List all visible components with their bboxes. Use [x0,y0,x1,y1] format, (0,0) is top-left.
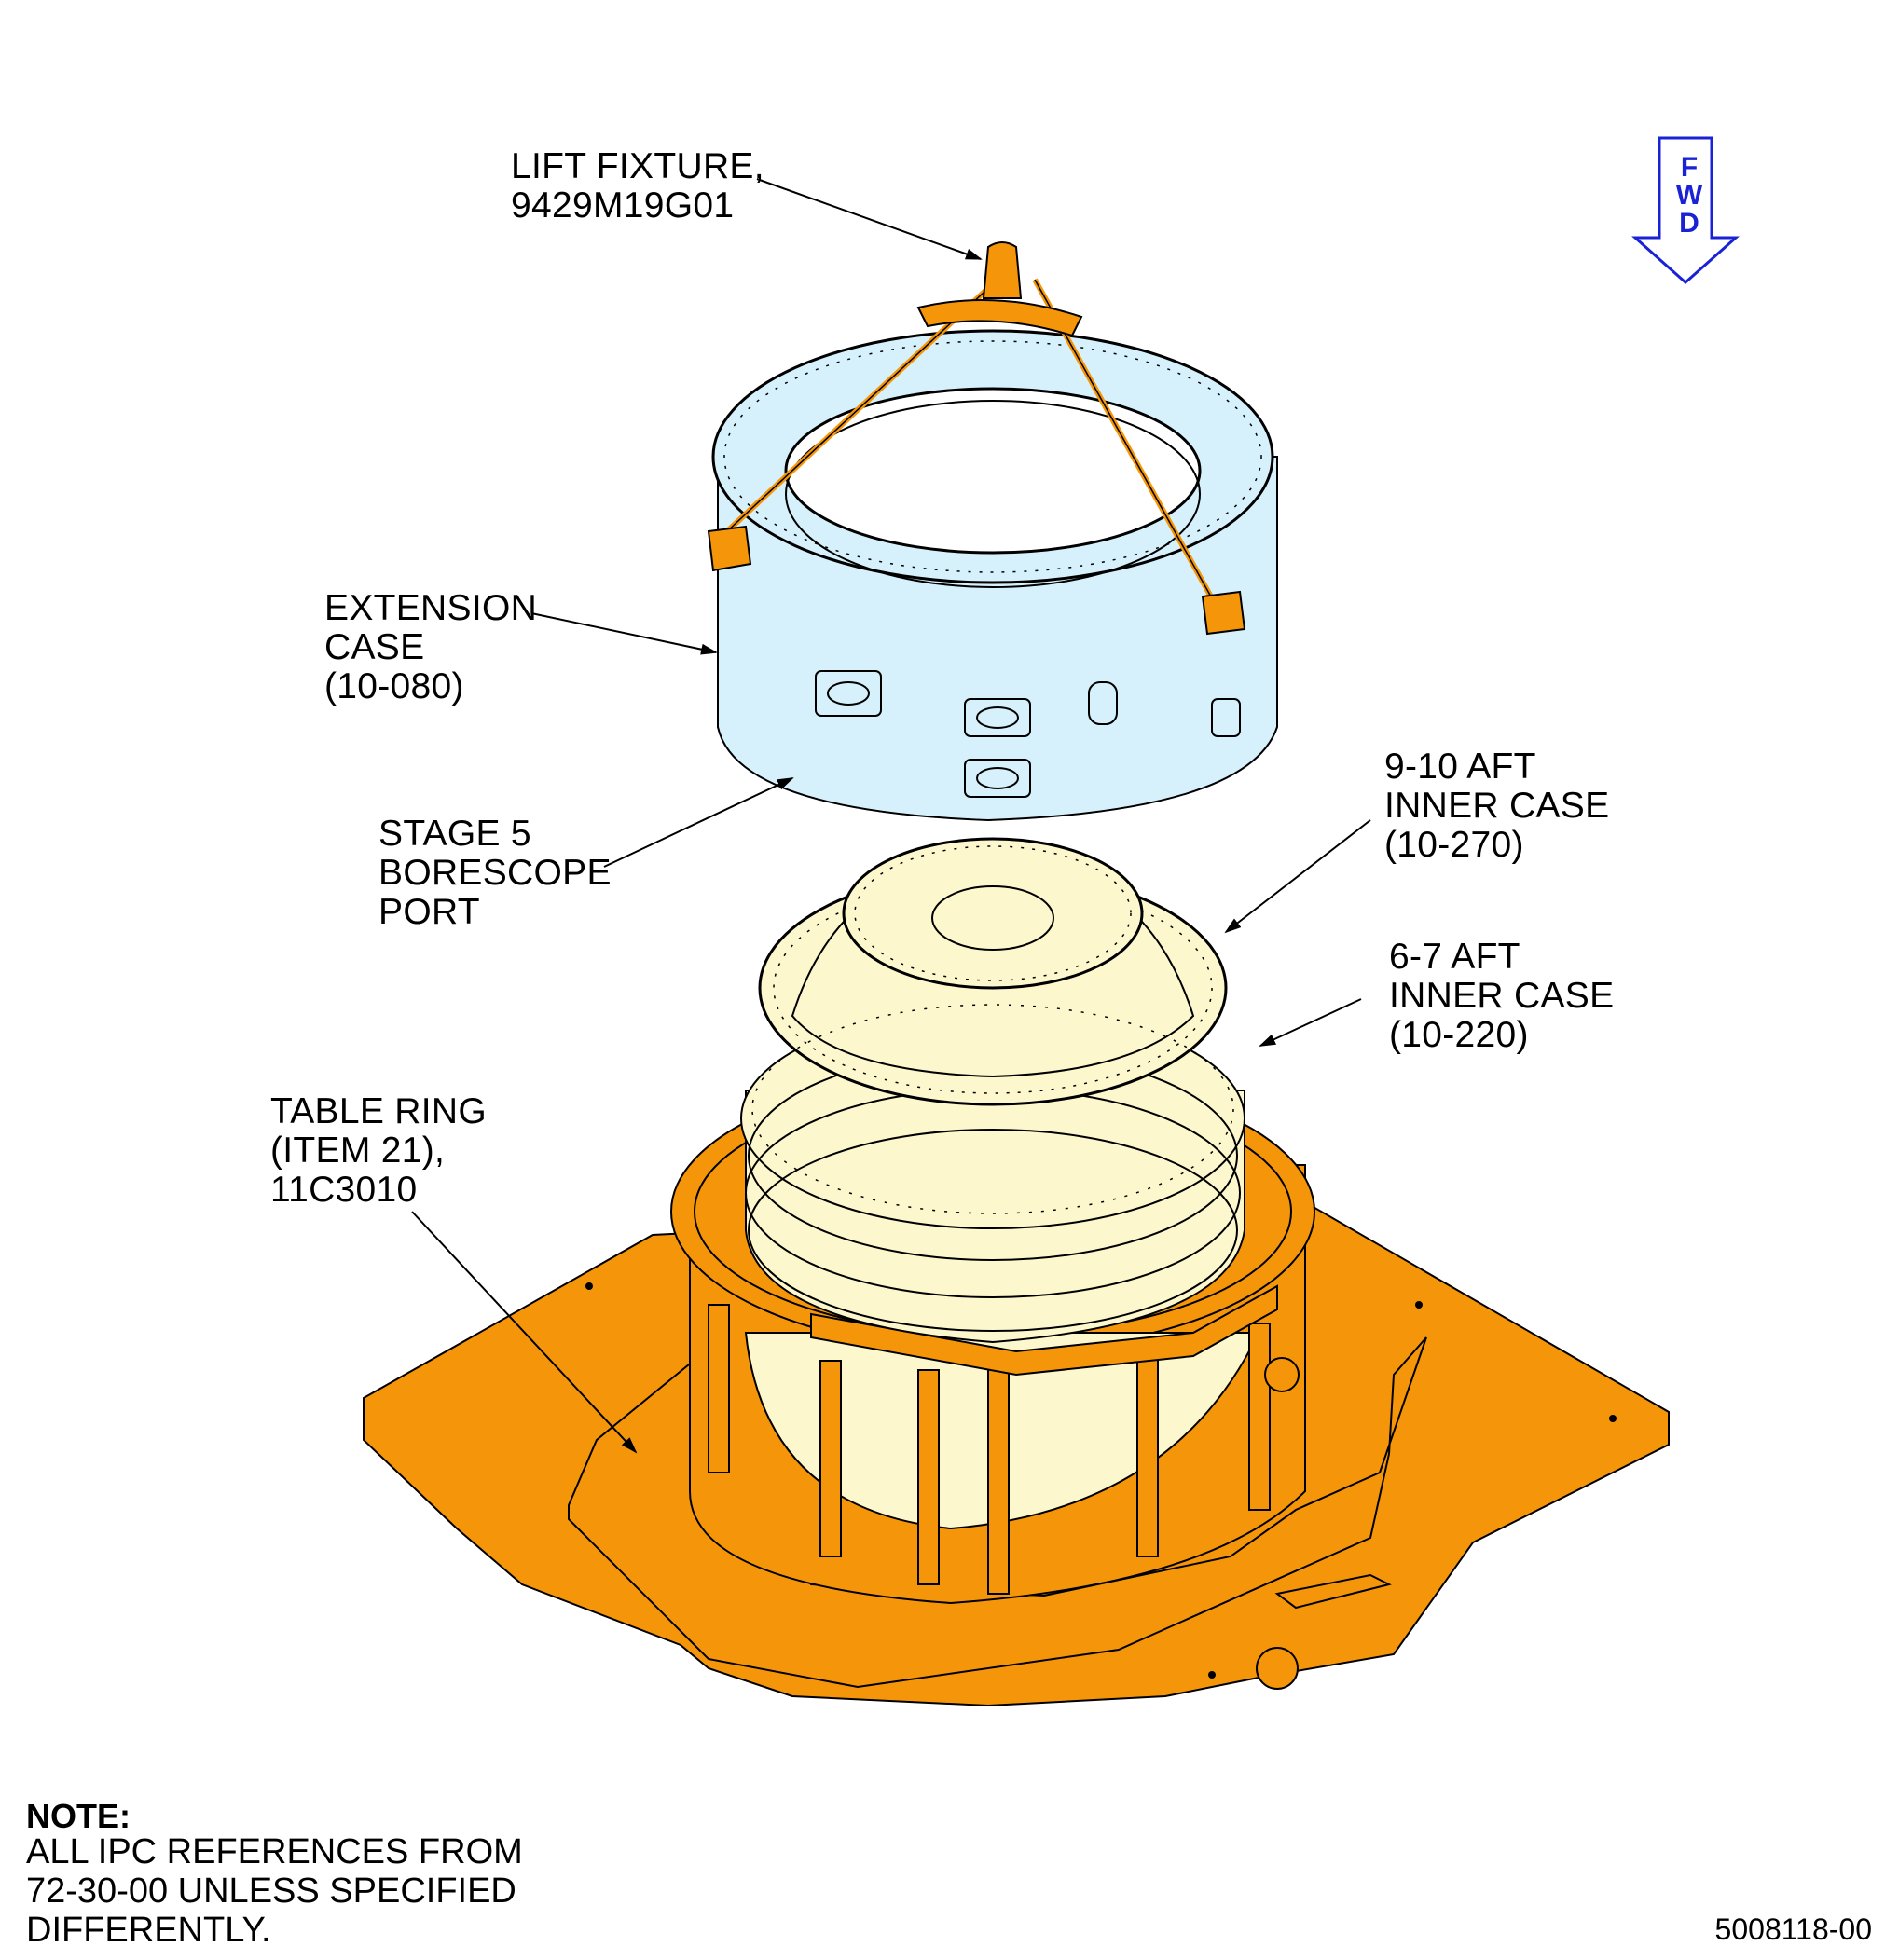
document-number: 5008118-00 [1714,1912,1872,1946]
leader-6-7-aft-case [1259,998,1362,1047]
label-6-7-aft-inner-case: 6-7 AFT INNER CASE (10-220) [1389,938,1614,1055]
leader-extension-case [530,612,718,655]
label-stage5-line1: STAGE 5 [378,814,531,854]
label-6-7-line2: INNER CASE [1389,976,1615,1016]
inner-case-stack [740,837,1245,1344]
label-lift-fixture-line1: LIFT FIXTURE, [511,146,764,186]
label-6-7-line1: 6-7 AFT [1389,937,1520,977]
note-body: ALL IPC REFERENCES FROM 72-30-00 UNLESS … [26,1832,523,1950]
label-9-10-line1: 9-10 AFT [1384,747,1536,787]
lift-fixture [707,241,1246,636]
fwd-letter-f: F [1680,152,1699,183]
note-heading: NOTE: [26,1797,131,1835]
leader-lift-fixture [756,178,983,260]
label-lift-fixture: LIFT FIXTURE, 9429M19G01 [511,147,764,226]
leader-9-10-aft-case [1224,819,1371,934]
leader-stage5-port [603,777,794,868]
label-stage5-borescope-port: STAGE 5 BORESCOPE PORT [378,815,612,932]
label-extension-case: EXTENSION CASE (10-080) [324,589,537,706]
fwd-letter-w: W [1675,180,1703,211]
label-extension-case-line1: EXTENSION [324,588,538,628]
label-table-ring: TABLE RING (ITEM 21), 11C3010 [270,1092,487,1210]
leader-table-ring [411,1211,638,1454]
label-lift-fixture-line2: 9429M19G01 [511,185,735,226]
label-9-10-line3: (10-270) [1384,825,1524,865]
fwd-arrow-label: F W D [1675,154,1703,238]
label-extension-case-line2: CASE [324,627,425,667]
fwd-arrow-icon [1631,136,1740,285]
label-table-ring-line1: TABLE RING [270,1091,487,1131]
label-6-7-line3: (10-220) [1389,1015,1529,1055]
label-9-10-line2: INNER CASE [1384,786,1610,826]
label-table-ring-line2: (ITEM 21), [270,1131,446,1171]
label-stage5-line2: BORESCOPE [378,853,612,893]
extension-case [711,329,1278,822]
leader-lines [411,178,1371,1454]
label-table-ring-line3: 11C3010 [270,1170,418,1210]
label-9-10-aft-inner-case: 9-10 AFT INNER CASE (10-270) [1384,747,1609,865]
label-extension-case-line3: (10-080) [324,666,464,706]
fwd-letter-d: D [1679,208,1699,239]
label-stage5-line3: PORT [378,892,480,932]
